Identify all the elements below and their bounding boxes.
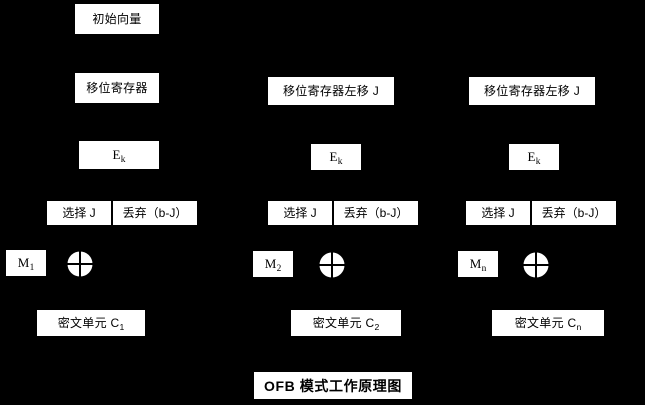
- encrypt-box-3: Ek: [508, 143, 560, 171]
- plaintext-box-3: Mn: [457, 250, 499, 278]
- ciphertext-box-2: 密文单元 C2: [290, 309, 402, 337]
- ciphertext-label-3: 密文单元 Cn: [514, 316, 582, 332]
- diagram-title-label: OFB 模式工作原理图: [263, 377, 403, 394]
- diagram-title: OFB 模式工作原理图: [253, 371, 413, 400]
- plaintext-subscript-1: 1: [29, 262, 35, 273]
- discard-box-3: 丢弃（b-J）: [531, 200, 617, 226]
- select-label-2: 选择 J: [283, 206, 317, 220]
- plaintext-subscript-2: 2: [276, 263, 282, 274]
- select-discard-group-3: 选择 J 丢弃（b-J）: [465, 200, 617, 226]
- encrypt-label-3: Ek: [527, 148, 541, 167]
- ciphertext-subscript-3: n: [576, 321, 582, 332]
- plaintext-box-2: M2: [252, 250, 294, 278]
- xor-icon-3: [522, 251, 550, 279]
- initial-vector-box: 初始向量: [74, 3, 160, 35]
- select-label-3: 选择 J: [481, 206, 515, 220]
- xor-icon-2: [318, 251, 346, 279]
- shift-register-box-1: 移位寄存器: [74, 72, 160, 104]
- discard-box-2: 丢弃（b-J）: [333, 200, 419, 226]
- select-discard-group-1: 选择 J 丢弃（b-J）: [46, 200, 198, 226]
- plaintext-label-2: M2: [264, 255, 282, 274]
- shift-register-label-1: 移位寄存器: [86, 81, 148, 95]
- shift-register-label-2: 移位寄存器左移 J: [282, 84, 380, 98]
- discard-label-2: 丢弃（b-J）: [343, 206, 409, 220]
- discard-label-1: 丢弃（b-J）: [122, 206, 188, 220]
- discard-label-3: 丢弃（b-J）: [541, 206, 607, 220]
- plaintext-label-1: M1: [17, 254, 35, 273]
- shift-register-box-3: 移位寄存器左移 J: [468, 76, 596, 106]
- ciphertext-label-1: 密文单元 C1: [57, 316, 125, 332]
- encrypt-subscript-3: k: [535, 156, 541, 167]
- xor-icon-1: [66, 250, 94, 278]
- encrypt-subscript-2: k: [337, 156, 343, 167]
- select-discard-group-2: 选择 J 丢弃（b-J）: [267, 200, 419, 226]
- ciphertext-subscript-1: 1: [119, 321, 125, 332]
- initial-vector-label: 初始向量: [92, 12, 142, 26]
- shift-register-box-2: 移位寄存器左移 J: [267, 76, 395, 106]
- ciphertext-subscript-2: 2: [374, 321, 380, 332]
- ciphertext-box-3: 密文单元 Cn: [491, 309, 605, 337]
- discard-box-1: 丢弃（b-J）: [112, 200, 198, 226]
- ciphertext-label-2: 密文单元 C2: [312, 316, 380, 332]
- select-label-1: 选择 J: [62, 206, 96, 220]
- encrypt-box-1: Ek: [78, 140, 160, 170]
- plaintext-box-1: M1: [5, 249, 47, 277]
- plaintext-subscript-3: n: [481, 263, 487, 274]
- shift-register-label-3: 移位寄存器左移 J: [483, 84, 581, 98]
- encrypt-label-1: Ek: [112, 146, 126, 165]
- encrypt-label-2: Ek: [329, 148, 343, 167]
- plaintext-label-3: Mn: [469, 255, 487, 274]
- ciphertext-box-1: 密文单元 C1: [36, 309, 146, 337]
- select-box-1: 选择 J: [46, 200, 112, 226]
- select-box-3: 选择 J: [465, 200, 531, 226]
- encrypt-subscript-1: k: [120, 154, 126, 165]
- select-box-2: 选择 J: [267, 200, 333, 226]
- encrypt-box-2: Ek: [310, 143, 362, 171]
